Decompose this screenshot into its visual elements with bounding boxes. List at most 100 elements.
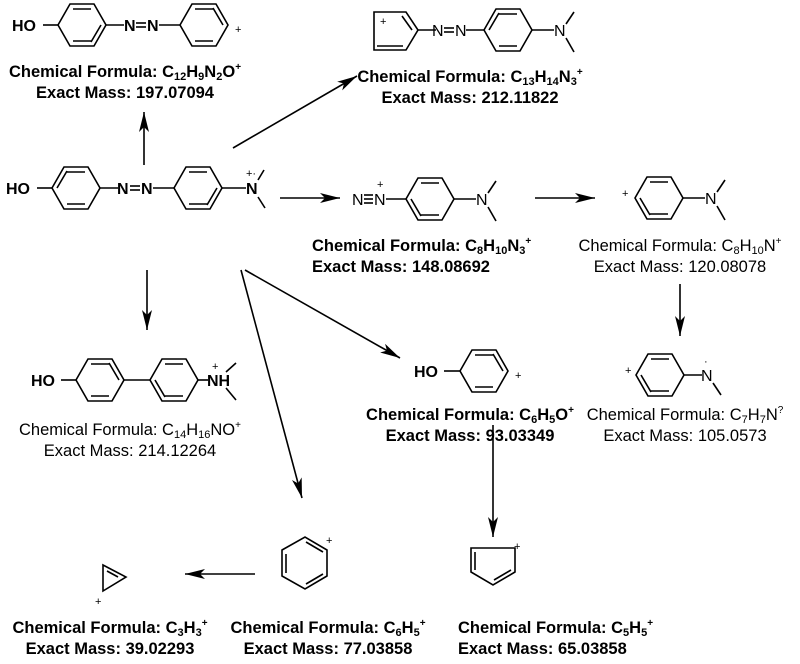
fragment-77-label: Chemical Formula: C6H5+ Exact Mass: 77.0… [218, 618, 438, 660]
formula-part: C [383, 619, 396, 637]
fragment-39-structure: + [95, 563, 128, 608]
formula-part: N [763, 237, 776, 255]
exact-mass: Exact Mass: 105.0573 [570, 426, 800, 447]
formula-part: 14 [173, 429, 187, 441]
mass-prefix: Exact Mass: [312, 258, 412, 276]
arrow-parent-to-212 [232, 75, 358, 149]
formula-part: ? [777, 405, 784, 416]
fragment-120-structure: + N [622, 176, 726, 221]
mass-prefix: Exact Mass: [36, 84, 136, 102]
formula-part: + [775, 236, 782, 247]
mass-value: 120.08078 [688, 258, 767, 276]
svg-text:+: + [625, 365, 631, 377]
formula-part: C [510, 68, 523, 86]
parent-structure: HO N N N +· [6, 166, 266, 210]
formula-part: O [555, 406, 569, 424]
formula-prefix: Chemical Formula: [312, 237, 466, 255]
formula: Chemical Formula: C8H10N3+ [312, 236, 531, 257]
svg-text:+: + [514, 541, 520, 553]
cyclopropenyl-ring [102, 563, 128, 593]
formula-part: O [222, 63, 236, 81]
formula: Chemical Formula: C5H5+ [458, 618, 653, 639]
formula-part: C [729, 406, 742, 424]
formula: Chemical Formula: C7H7N? [570, 405, 800, 426]
mass-prefix: Exact Mass: [593, 258, 689, 276]
exact-mass: Exact Mass: 120.08078 [560, 257, 800, 278]
exact-mass: Exact Mass: 212.11822 [355, 88, 585, 109]
formula-part: H [401, 619, 414, 637]
svg-text:+: + [212, 361, 218, 373]
svg-text:+: + [95, 596, 101, 608]
amine-label: N [246, 181, 258, 198]
svg-text:N: N [554, 23, 566, 40]
mass-value: 197.07094 [135, 84, 214, 102]
svg-text:+: + [235, 24, 241, 36]
mass-prefix: Exact Mass: [25, 640, 126, 658]
svg-text:+: + [326, 535, 332, 547]
cyclopentadienyl-ring [470, 547, 516, 586]
phenol-ring [459, 349, 509, 393]
formula-part: C [465, 237, 478, 255]
mass-prefix: Exact Mass: [43, 442, 139, 460]
mass-value: 77.03858 [343, 640, 413, 658]
formula: Chemical Formula: C13H14N3+ [355, 67, 585, 88]
formula-part: 3 [519, 245, 526, 257]
svg-text:+: + [380, 16, 386, 28]
formula-part: 3 [177, 627, 184, 639]
fragment-105-label: Chemical Formula: C7H7N? Exact Mass: 105… [570, 405, 800, 447]
svg-text:N: N [374, 192, 386, 209]
fragment-77-structure: + [281, 535, 332, 590]
formula-prefix: Chemical Formula: [458, 619, 612, 637]
formula-part: 5 [549, 414, 556, 426]
svg-text:N: N [352, 192, 364, 209]
svg-text:+: + [515, 370, 521, 382]
mass-value: 93.03349 [485, 427, 555, 445]
svg-text:·: · [704, 356, 708, 368]
svg-text:N: N [701, 368, 713, 385]
formula-part: H [747, 406, 760, 424]
formula-part: H [537, 406, 550, 424]
formula-part: C [721, 237, 734, 255]
radical-cation-mark: +· [246, 168, 256, 180]
formula-part: H [483, 237, 496, 255]
formula-part: 5 [623, 627, 630, 639]
formula-part: 8 [477, 245, 484, 257]
formula: Chemical Formula: C8H10N+ [560, 236, 800, 257]
formula-part: N [765, 406, 778, 424]
formula-part: 8 [733, 245, 740, 257]
mass-value: 214.12264 [138, 442, 217, 460]
svg-text:+: + [377, 179, 383, 191]
formula-part: NO [210, 421, 236, 439]
svg-text:N: N [147, 18, 159, 35]
formula-part: 16 [198, 429, 211, 441]
svg-text:NH: NH [207, 373, 230, 390]
fragment-105-structure: + N · [625, 353, 722, 397]
mass-value: 39.02293 [125, 640, 195, 658]
exact-mass: Exact Mass: 93.03349 [345, 426, 595, 447]
svg-text:N: N [141, 181, 153, 198]
mass-prefix: Exact Mass: [243, 640, 344, 658]
arrow-parent-to-77 [240, 269, 303, 499]
mass-prefix: Exact Mass: [603, 427, 698, 445]
mass-prefix: Exact Mass: [385, 427, 486, 445]
svg-text:N: N [124, 18, 136, 35]
fragment-148-label: Chemical Formula: C8H10N3+ Exact Mass: 1… [312, 236, 531, 278]
formula-prefix: Chemical Formula: [578, 237, 722, 255]
formula-part: 7 [759, 414, 766, 426]
formula-part: 6 [531, 414, 538, 426]
exact-mass: Exact Mass: 214.12264 [0, 441, 260, 462]
svg-text:N: N [455, 23, 467, 40]
formula-part: + [525, 236, 532, 247]
formula-part: 3 [570, 76, 577, 88]
svg-text:HO: HO [12, 18, 36, 35]
mass-value: 105.0573 [697, 427, 767, 445]
formula: Chemical Formula: C6H5O+ [345, 405, 595, 426]
benzene-ring [173, 166, 223, 210]
fragment-120-label: Chemical Formula: C8H10N+ Exact Mass: 12… [560, 236, 800, 278]
svg-text:N: N [476, 192, 488, 209]
formula-part: 10 [495, 245, 508, 257]
exact-mass: Exact Mass: 39.02293 [0, 639, 220, 660]
formula-part: N [558, 68, 571, 86]
formula: Chemical Formula: C3H3+ [0, 618, 220, 639]
formula-part: C [162, 421, 174, 439]
